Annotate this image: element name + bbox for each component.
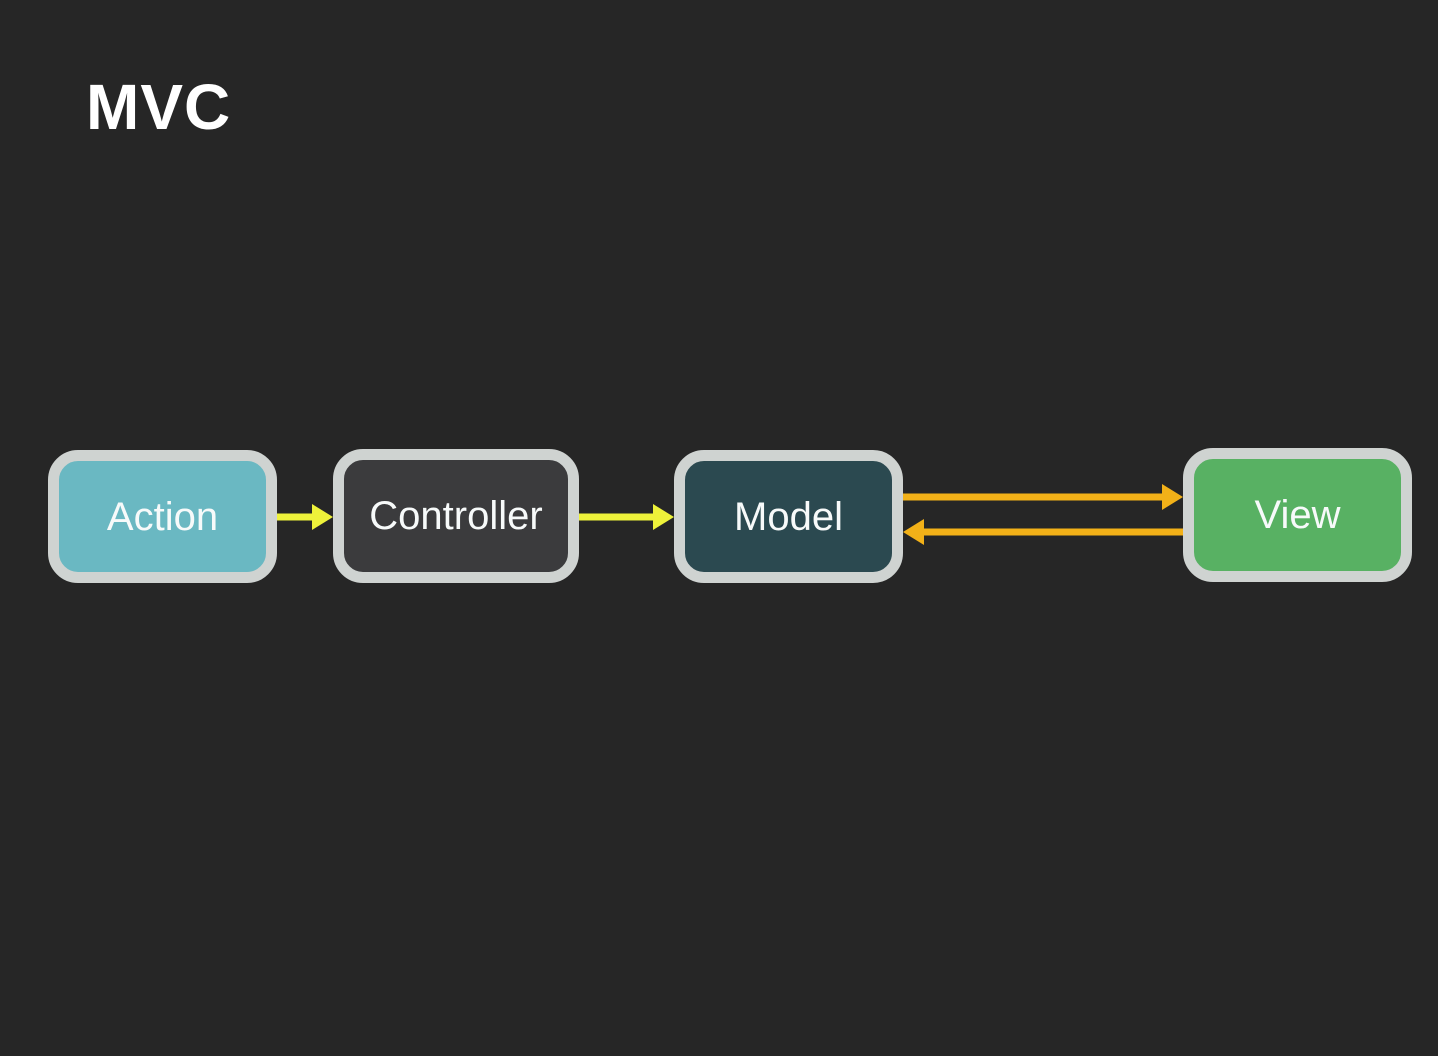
edge-model-view (903, 484, 1183, 510)
node-view-label: View (1254, 493, 1341, 537)
arrowhead-icon (653, 504, 674, 530)
node-action: Action (48, 450, 277, 583)
edge-controller-model (579, 504, 674, 530)
node-action-label: Action (106, 494, 219, 539)
arrowhead-icon (1162, 484, 1183, 510)
page-title: MVC (86, 71, 232, 143)
node-model-label: Model (734, 494, 843, 539)
arrowhead-icon (903, 519, 924, 545)
node-controller: Controller (333, 449, 579, 583)
arrowhead-icon (312, 504, 333, 530)
node-model: Model (674, 450, 903, 583)
node-view: View (1183, 448, 1412, 582)
edge-action-controller (277, 504, 333, 530)
node-controller-label: Controller (369, 494, 543, 538)
edge-view-model (903, 519, 1183, 545)
